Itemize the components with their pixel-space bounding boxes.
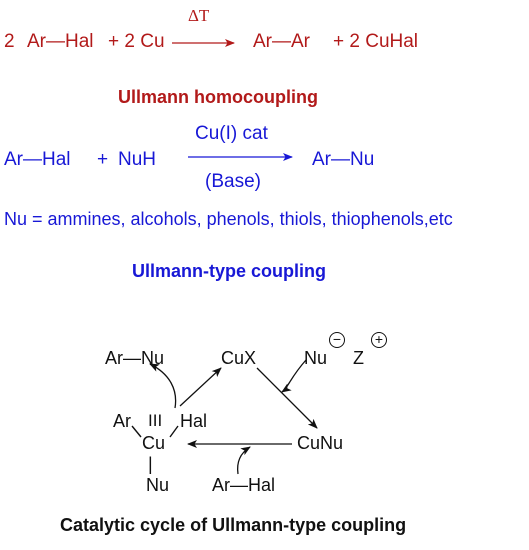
type-base: (Base): [205, 171, 261, 192]
complex-halide-bond: [169, 425, 179, 438]
type-catalyst: Cu(I) cat: [195, 123, 268, 144]
type-nucleophile: NuH: [118, 149, 157, 170]
complex-bond: |: [148, 454, 153, 474]
type-product: Ar—Nu: [312, 149, 375, 170]
homocoupling-product: Ar—Ar: [253, 31, 310, 52]
homocoupling-reactant: Ar—Hal: [27, 31, 94, 52]
type-reactant: Ar—Hal: [4, 149, 71, 170]
complex-copper: Cu: [142, 433, 166, 453]
ligand-exchange-arrow: [256, 367, 318, 429]
type-title: Ullmann-type coupling: [132, 261, 327, 281]
aryl-halide-entry-arrow: [236, 446, 251, 475]
cycle-nucleophile: Nu: [304, 348, 328, 368]
homocoupling-byproduct: + 2 CuHal: [333, 31, 419, 52]
cycle-aryl-halide: Ar—Hal: [212, 475, 276, 495]
nucleophile-entry-arrow: [281, 359, 307, 393]
homocoupling-coefficient: 2: [4, 31, 15, 52]
homocoupling-copper: + 2 Cu: [108, 31, 165, 52]
reductive-elimination-arrow: [149, 363, 177, 409]
cycle-product: Ar—Nu: [105, 348, 165, 368]
cycle-counterion: Z: [353, 348, 364, 368]
homocoupling-condition: ΔT: [188, 6, 210, 25]
cycle-cunu: CuNu: [297, 433, 344, 453]
complex-nucleophile: Nu: [146, 475, 170, 495]
nu-definition: Nu = ammines, alcohols, phenols, thiols,…: [4, 209, 453, 229]
complex-halide: Hal: [180, 411, 208, 431]
cycle-title: Catalytic cycle of Ullmann-type coupling: [60, 515, 407, 535]
homocoupling-title: Ullmann homocoupling: [118, 87, 318, 107]
plus-charge-icon: +: [371, 332, 387, 348]
cycle-catalyst: CuX: [221, 348, 257, 368]
catalyst-regeneration-arrow: [179, 367, 222, 407]
type-plus: +: [97, 149, 109, 170]
complex-aryl: Ar: [113, 411, 131, 431]
minus-charge-icon: −: [329, 332, 345, 348]
complex-aryl-bond: [131, 425, 142, 438]
complex-oxidation-state: III: [148, 411, 163, 430]
